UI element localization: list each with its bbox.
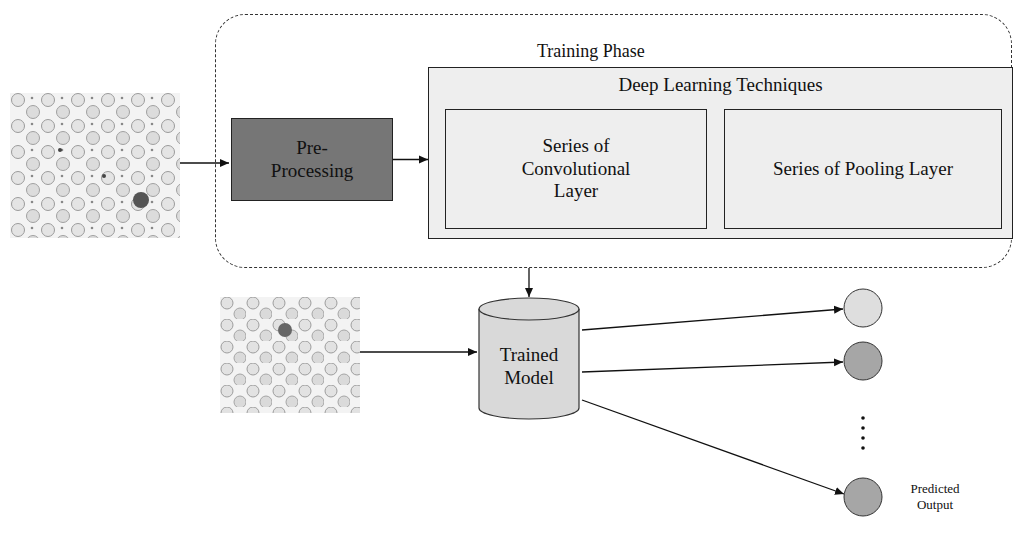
layer-box: Series of Pooling Layer <box>724 109 1002 229</box>
ellipsis-dots <box>861 416 865 450</box>
output-label: Predicted Output <box>893 481 977 512</box>
output-circle <box>844 289 882 327</box>
phase-region: Training PhasePre- Processing Deep Learni… <box>215 14 1012 268</box>
group-title: Training Phase <box>537 41 645 63</box>
input-arrow <box>180 162 229 163</box>
box-label: Series of Convolutional Layer <box>506 135 646 203</box>
test-input-arrow <box>360 351 477 352</box>
test-smear-image <box>220 297 360 413</box>
box-label: Series of Pooling Layer <box>773 158 953 181</box>
box-label: Trained Model <box>484 344 574 390</box>
output-circle <box>844 342 882 380</box>
blood-smear-image <box>10 93 180 238</box>
model-cylinder: Trained Model <box>478 297 580 420</box>
output-arrow <box>582 400 844 494</box>
output-arrow <box>582 362 843 372</box>
output-arrow <box>582 309 843 330</box>
output-circle <box>844 478 882 516</box>
flow-arrow <box>393 159 428 160</box>
box-label: Pre- Processing <box>257 137 367 183</box>
layer-box: Series of Convolutional Layer <box>445 109 707 229</box>
process-box: Pre- Processing <box>231 118 393 201</box>
flow-arrow <box>528 268 529 297</box>
group-title: Deep Learning Techniques <box>429 74 1012 97</box>
group-box: Deep Learning TechniquesSeries of Convol… <box>428 67 1013 239</box>
